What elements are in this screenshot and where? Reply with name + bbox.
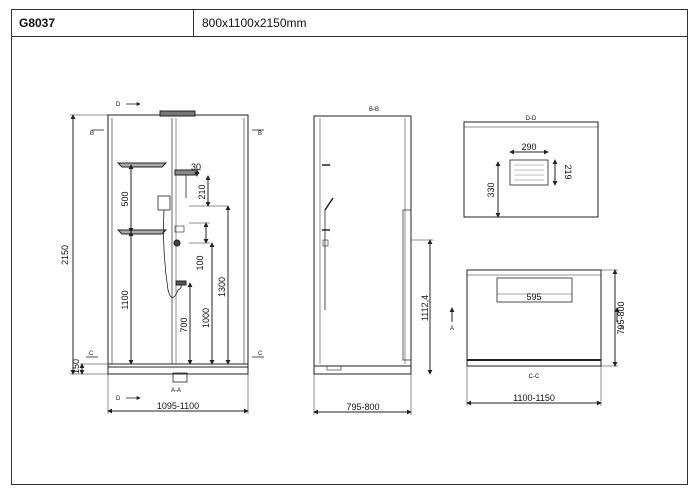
rain-shower-nozzles xyxy=(514,164,544,181)
seat-width-label: 595 xyxy=(526,292,541,302)
marker-b-right: B xyxy=(258,131,262,137)
plan-view-labels: 595 C-C 795-800 1100-1150 A A xyxy=(450,292,626,403)
marker-b-left: B xyxy=(90,131,94,137)
shelf-height-label: 1100 xyxy=(120,290,130,309)
top-frame xyxy=(463,121,599,218)
handset-shower xyxy=(157,195,171,211)
model-number: G8037 xyxy=(12,10,194,36)
shower-offset-label: 30 xyxy=(191,162,201,172)
drain xyxy=(172,372,188,383)
side-view-title: B-B xyxy=(369,107,379,113)
marker-c-left: C xyxy=(89,351,94,357)
rain-shower-head xyxy=(509,159,549,186)
title-block: G8037 800x1100x2150mm xyxy=(12,10,687,37)
side-depth-label: 795-800 xyxy=(346,402,379,412)
head-depth-label: 219 xyxy=(563,164,573,179)
side-view xyxy=(313,115,433,415)
side-tray xyxy=(313,365,412,375)
marker-d-bottom: D xyxy=(116,396,121,402)
section-markers-front xyxy=(86,102,264,400)
plan-view-title: C-C xyxy=(529,374,540,380)
front-view xyxy=(70,110,249,414)
hose-holder xyxy=(175,280,187,286)
drawing-sheet: G8037 800x1100x2150mm xyxy=(11,9,688,485)
front-width-label: 1095-1100 xyxy=(157,401,199,411)
height-label: 2150 xyxy=(60,245,70,265)
control-panel xyxy=(174,225,185,233)
door-height-label: 1112,4 xyxy=(420,295,430,321)
mixer-valve xyxy=(173,239,181,247)
plan-depth-label: 795-800 xyxy=(616,301,626,334)
lower-shelf xyxy=(116,229,168,235)
side-view-labels: B-B 795-800 1112,4 xyxy=(346,107,430,412)
plan-frame xyxy=(466,269,602,367)
marker-a-right: A xyxy=(620,326,624,332)
tray-height-label: 150 xyxy=(71,359,81,374)
top-view xyxy=(463,121,599,218)
overall-dimensions: 800x1100x2150mm xyxy=(202,16,307,30)
shower-tray-front xyxy=(107,363,249,375)
mixer-offset-label: 100 xyxy=(195,255,205,270)
handset-height-label: 700 xyxy=(179,317,189,332)
shower-hose xyxy=(163,209,182,298)
shower-height-label: 1300 xyxy=(217,277,227,297)
seat xyxy=(496,277,573,303)
shower-drop-label: 210 xyxy=(197,184,207,199)
upper-shelf xyxy=(116,162,168,168)
shelf-spacing-label: 500 xyxy=(120,191,130,206)
top-rail xyxy=(159,110,196,117)
head-offset-label: 330 xyxy=(486,182,496,197)
front-view-labels: 2150 150 1095-1100 500 1100 30 210 100 7… xyxy=(60,162,227,411)
section-aa-label: A-A xyxy=(171,388,181,394)
head-width-label: 290 xyxy=(521,142,536,152)
plan-width-label: 1100-1150 xyxy=(513,393,555,403)
side-door xyxy=(402,209,412,361)
section-marker-letters-front: D D B B C C xyxy=(89,102,263,402)
plan-view xyxy=(449,269,620,406)
marker-c-right: C xyxy=(258,351,263,357)
mixer-height-label: 1000 xyxy=(201,308,211,328)
top-view-title: D-D xyxy=(526,116,537,122)
side-frame xyxy=(313,115,412,367)
marker-a-left: A xyxy=(450,326,454,332)
top-view-labels: D-D 290 219 330 xyxy=(486,116,573,198)
marker-d-top: D xyxy=(116,102,121,108)
